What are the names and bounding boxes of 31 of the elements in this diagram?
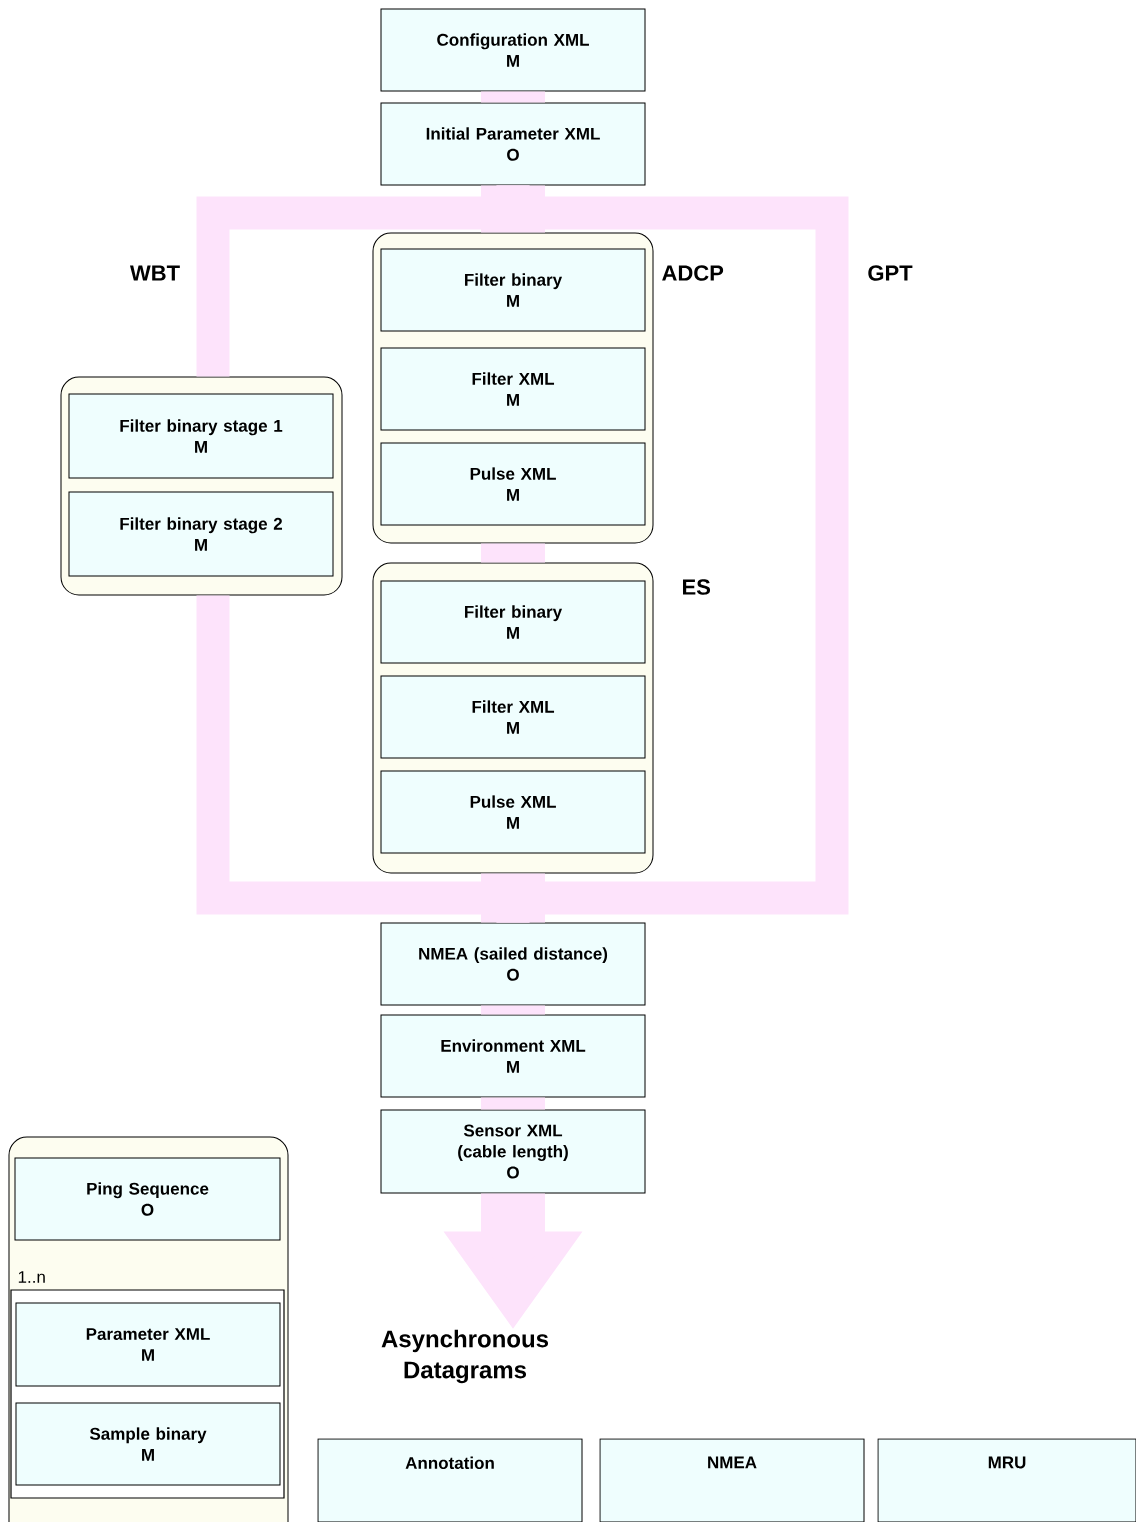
flow-band <box>481 873 545 923</box>
data-box: NMEA (sailed distance) O <box>380 922 646 1006</box>
flow-band <box>481 1005 545 1015</box>
multiplicity-label: 1..n <box>18 1271 45 1283</box>
data-box: Filter binary stage 1 M <box>68 393 334 479</box>
data-box: Sample binary M <box>15 1402 281 1486</box>
data-box: Parameter XML M <box>15 1302 281 1387</box>
data-box: Pulse XML M <box>380 442 646 526</box>
flow-band <box>481 543 545 563</box>
data-box: Filter binary M <box>380 580 646 664</box>
branch-label: GPT <box>868 265 913 281</box>
data-box: Sensor XML (cable length) O <box>380 1109 646 1194</box>
flow-band <box>481 1097 545 1110</box>
data-box: Configuration XML M <box>380 8 646 92</box>
group-heading: ES <box>683 579 711 595</box>
text-label: Asynchronous Datagrams <box>381 1329 549 1384</box>
data-box: Pulse XML M <box>380 770 646 854</box>
group-heading: ADCP <box>662 265 724 281</box>
data-box: Filter XML M <box>380 675 646 759</box>
group-heading: WBT <box>129 265 180 281</box>
flow-band <box>481 91 545 103</box>
data-box: Ping Sequence O <box>14 1157 281 1241</box>
flow-band <box>481 185 545 233</box>
data-box: NMEA <box>599 1438 865 1522</box>
data-box: Annotation <box>317 1438 583 1522</box>
data-box: Environment XML M <box>380 1014 646 1098</box>
data-box: Initial Parameter XML O <box>380 102 646 186</box>
data-box: Filter XML M <box>380 347 646 431</box>
data-box: Filter binary M <box>380 248 646 332</box>
data-box: Filter binary stage 2 M <box>68 491 334 577</box>
data-box: MRU <box>877 1438 1136 1522</box>
